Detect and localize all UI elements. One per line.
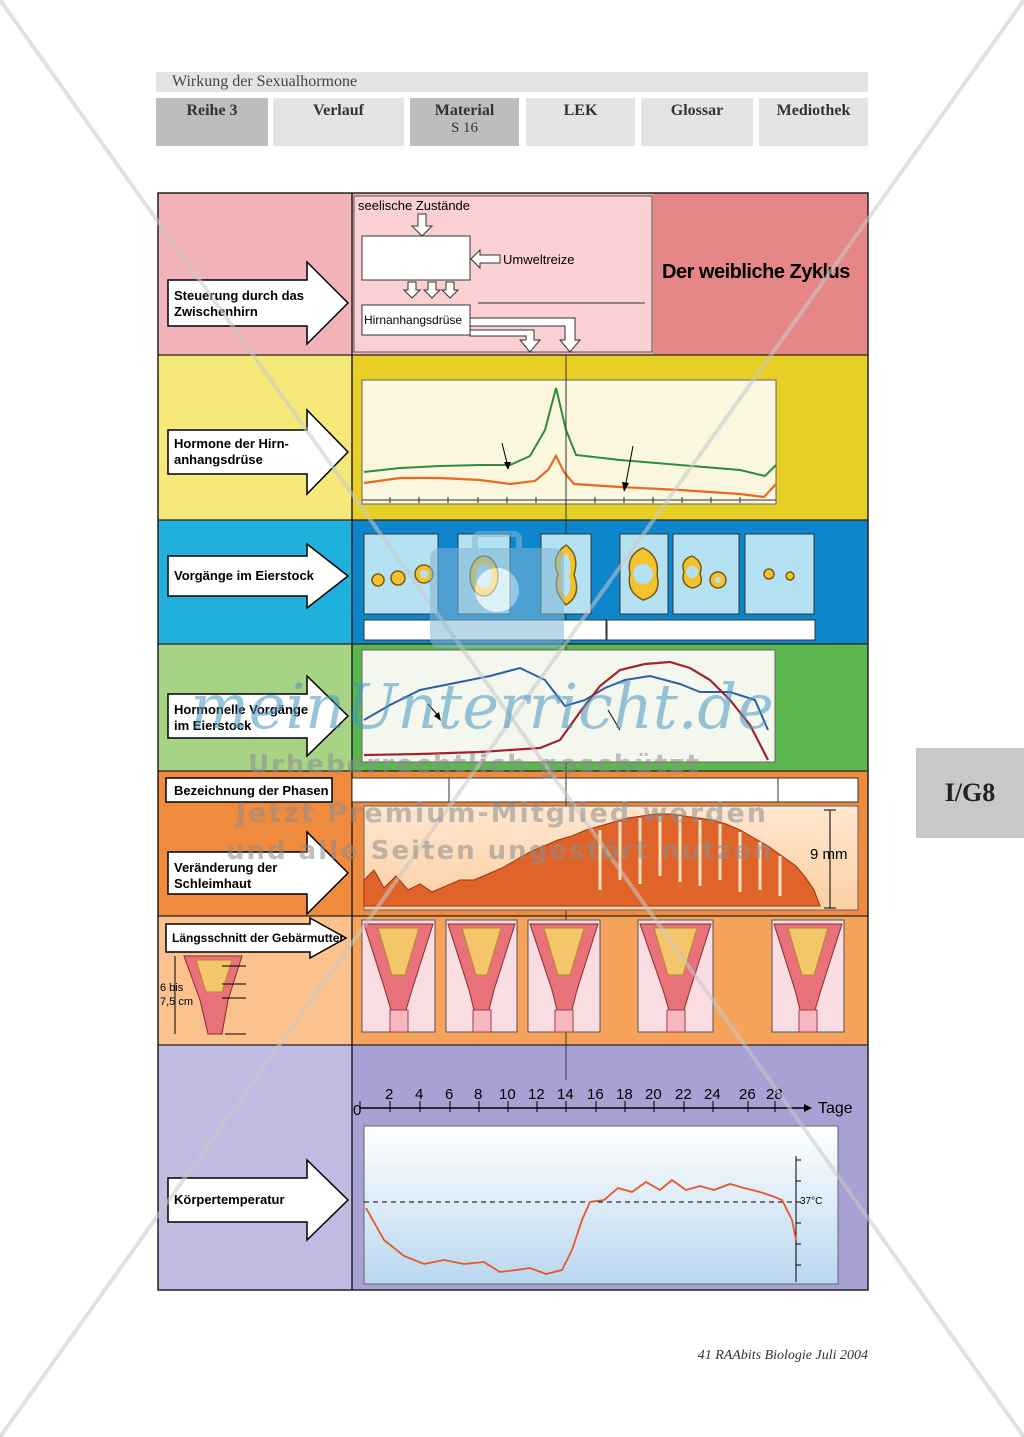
temp-label: 37°C [800,1196,823,1207]
tick-label: 10 [499,1086,516,1103]
tick-label: 18 [616,1086,633,1103]
label-eierstock: Vorgänge im Eierstock [174,568,314,583]
tick-label: 4 [415,1086,424,1103]
tick-label: 24 [704,1086,721,1103]
hirnanhangsdruese: Hirnanhangsdrüse [364,313,463,327]
temperature-chart [363,1125,839,1285]
tick-label: 6 [445,1086,454,1103]
tick-label: 26 [739,1086,756,1103]
tick-label: 12 [528,1086,545,1103]
tick-label: 22 [675,1086,692,1103]
zwischenhirn-box [361,235,471,281]
uterus-size-line2: 7,5 cm [160,996,194,1008]
watermark-line1: Urheberrechtlich geschützt [248,750,701,780]
label-hormone: Hormone der Hirn-anhangsdrüse [174,436,289,467]
tick-label: 16 [587,1086,604,1103]
label-temperatur: Körpertemperatur [174,1192,285,1207]
umweltreize: Umweltreize [503,252,575,267]
tick-label: 14 [557,1086,574,1103]
tick-label: 20 [645,1086,662,1103]
watermark-line2: Jetzt Premium-Mitglied werden [236,798,768,829]
watermark-logo: meinUnterricht.de [190,670,774,743]
tick-label: 2 [385,1086,394,1103]
label-steuerung: Steuerung durch das Zwischenhirn [174,288,305,319]
hormone-chart [361,379,777,505]
mucosa-thickness: 9 mm [810,846,848,863]
watermark-line3: und alle Seiten ungestört nutzen [226,836,774,866]
axis-unit: Tage [818,1100,853,1117]
diagram-title: Der weibliche Zyklus [662,261,850,283]
tick-label: 8 [474,1086,483,1103]
label-phasen: Bezeichnung der Phasen [174,783,329,798]
seelische-zustaende: seelische Zustände [358,198,471,213]
footer-source: 41 RAAbits Biologie Juli 2004 [697,1348,868,1363]
uterus-size-line1: 6 bis [160,982,184,994]
tick-label: 0 [353,1102,362,1119]
label-laengsschnitt: Längsschnitt der Gebärmutter [172,931,345,945]
tick-label: 28 [766,1086,783,1103]
